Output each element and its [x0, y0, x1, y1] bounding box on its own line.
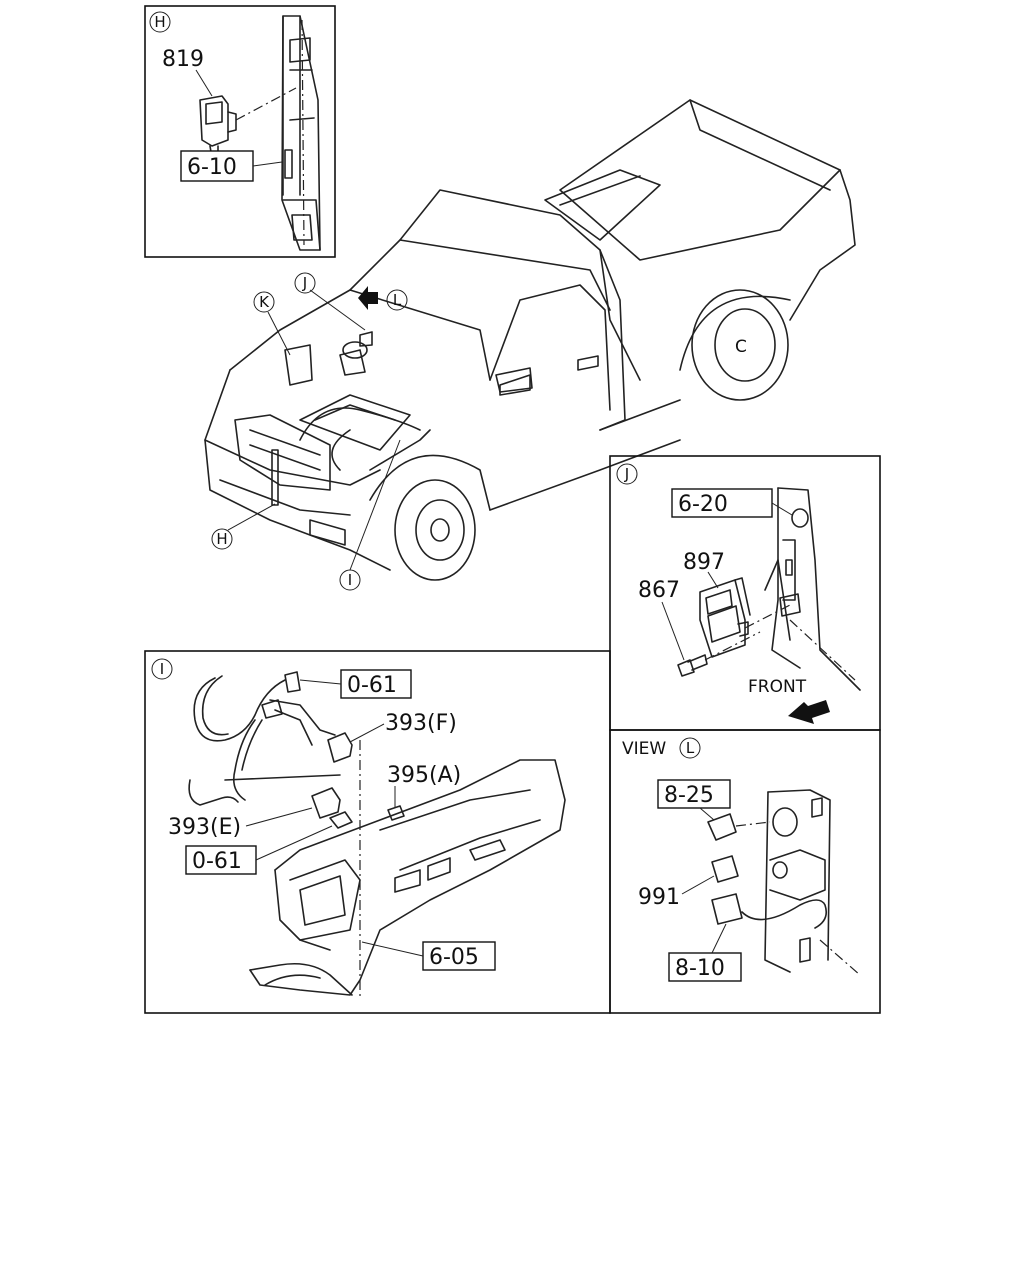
- module-897: [699, 577, 801, 658]
- ref-0-61-bottom: 0-61: [192, 849, 242, 874]
- leader-819: [195, 69, 213, 97]
- svg-text:C: C: [735, 337, 747, 357]
- front-label: FRONT: [748, 677, 807, 697]
- ref-box-6-10: [180, 150, 254, 182]
- callout-k: K: [259, 293, 270, 311]
- ref-8-25: 8-25: [664, 783, 714, 808]
- fender-apron: [249, 759, 566, 996]
- callout-l: L: [393, 291, 402, 309]
- relay-991: [711, 855, 739, 883]
- panel-j: J 6-20 897: [609, 455, 881, 731]
- panel-l-tag: L: [686, 739, 695, 757]
- callout-h: H: [216, 530, 227, 548]
- label-867: 867: [638, 578, 680, 603]
- bracket-393f: [327, 732, 353, 763]
- socket-8-10: [711, 893, 828, 929]
- panel-l: VIEW L 8-25 991 8-10: [609, 729, 881, 1014]
- ref-0-61-top: 0-61: [347, 673, 397, 698]
- l-pillar: [764, 789, 861, 976]
- panel-l-tag-circle: [679, 737, 701, 759]
- ref-box-8-25: [657, 779, 731, 809]
- bracket-393e: [311, 787, 341, 819]
- panel-h: H 819 6-10: [144, 5, 336, 258]
- callout-j-circle: [294, 272, 316, 294]
- leader-6-10: [252, 161, 283, 167]
- ref-6-10: 6-10: [187, 155, 237, 180]
- panel-i-tag: I: [160, 660, 164, 678]
- ref-box-6-05: [422, 941, 496, 971]
- callout-j: J: [302, 274, 307, 292]
- ref-box-0-61-top: [340, 669, 412, 699]
- callout-h-circle: [211, 528, 233, 550]
- nut-395a: [387, 805, 405, 821]
- panel-h-tag-circle: [149, 11, 171, 33]
- ref-box-0-61-bottom: [185, 845, 257, 875]
- panel-l-frame: [609, 729, 881, 1014]
- ref-6-20: 6-20: [678, 492, 728, 517]
- label-819: 819: [162, 47, 204, 72]
- connector-8-25: [707, 813, 737, 841]
- label-393e: 393(E): [168, 815, 241, 840]
- pillar-bracket: [281, 15, 321, 251]
- bolt-0-61: [329, 811, 353, 829]
- panel-h-tag: H: [154, 13, 165, 31]
- front-arrow-icon: [788, 700, 830, 724]
- label-991: 991: [638, 885, 680, 910]
- ref-box-8-10: [668, 952, 742, 982]
- label-395a: 395(A): [387, 763, 461, 788]
- bolt-867: [677, 631, 761, 677]
- panel-h-frame: [144, 5, 336, 258]
- callout-i-circle: [339, 569, 361, 591]
- view-label: VIEW: [622, 739, 666, 759]
- panel-i: I 0-61 393(F) 395(A) 393(E) 0-61: [144, 650, 611, 1014]
- ref-6-05: 6-05: [429, 945, 479, 970]
- panel-i-tag-circle: [151, 658, 173, 680]
- j-pillar: [764, 487, 861, 691]
- truck-illustration: C: [204, 99, 856, 581]
- panel-j-tag: J: [624, 465, 629, 483]
- callout-k-circle: [253, 291, 275, 313]
- label-393f: 393(F): [385, 711, 457, 736]
- callout-i: I: [348, 571, 352, 589]
- ref-8-10: 8-10: [675, 956, 725, 981]
- panel-j-tag-circle: [616, 463, 638, 485]
- callout-l-circle: [386, 289, 408, 311]
- label-897: 897: [683, 550, 725, 575]
- wiring-harness: [188, 671, 341, 806]
